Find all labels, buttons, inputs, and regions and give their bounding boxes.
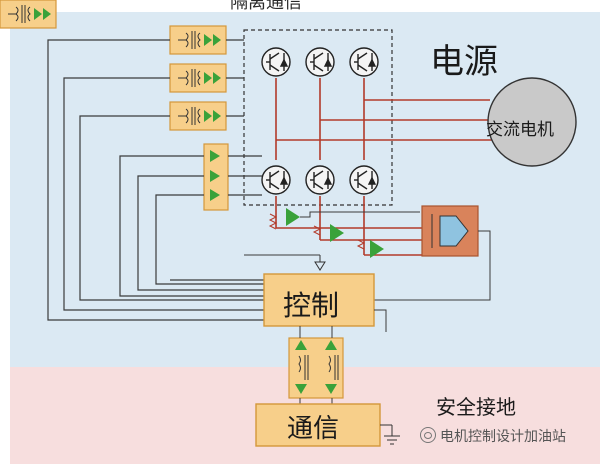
watermark: 电机控制设计加油站 [440,429,566,445]
control-wiring [47,39,264,321]
transformer-icon [169,101,227,131]
igbt-icon [261,165,291,195]
control-block [263,273,375,327]
phase-wiring [275,78,492,256]
inverter-bridge-box [243,29,393,206]
control-label: 控制 [283,289,340,322]
gate-driver-isolators [0,0,57,29]
comm-label: 通信 [287,414,340,444]
power-zone-label: 电源 [430,42,498,82]
motor-label: 交流电机 [486,120,554,140]
igbt-icon [305,165,335,195]
wechat-icon [420,427,436,443]
transformer-icon [295,340,339,394]
ac-motor [487,77,577,167]
transformer-icon [169,63,227,93]
top-caption: 隔离通信 [230,0,302,13]
igbt-icon [305,47,335,77]
gate-wiring [226,39,262,196]
igbt-icon [349,47,379,77]
current-sense-amplifiers [268,208,384,258]
igbt-icon [349,165,379,195]
amplifier-icon [210,150,220,201]
ground-icon [380,424,400,445]
igbt-icon [261,47,291,77]
transformer-icon [169,25,227,55]
safety-ground-label: 安全接地 [436,395,516,419]
